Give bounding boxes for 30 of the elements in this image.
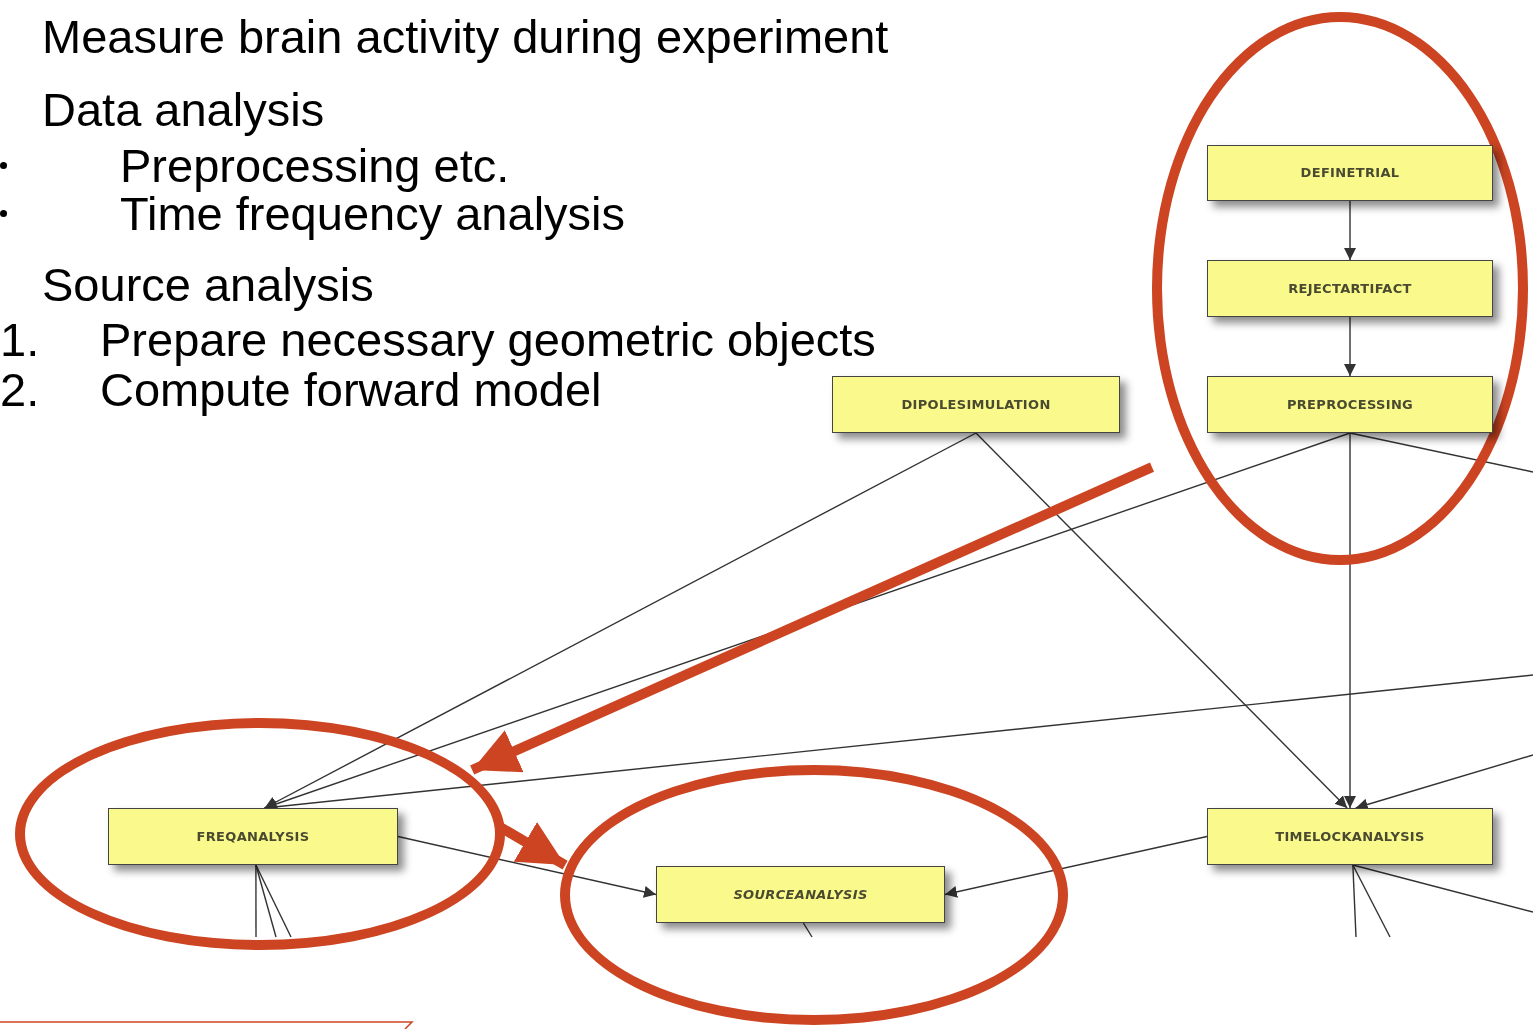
slide-text: Measure brain activity during experiment xyxy=(42,9,889,65)
arrow xyxy=(263,432,1351,810)
process-box: DEFINETRIAL xyxy=(1207,145,1493,201)
slide-text: Data analysis xyxy=(42,82,325,138)
slide-text: Prepare necessary geometric objects xyxy=(100,312,876,368)
connector-line xyxy=(802,922,813,938)
arrow xyxy=(263,432,977,809)
connector-line xyxy=(1352,864,1357,938)
process-box: FREQANALYSIS xyxy=(108,808,398,865)
connector-line xyxy=(255,864,292,938)
arrow xyxy=(397,835,657,898)
arrow xyxy=(1344,432,1356,809)
arrow xyxy=(975,432,1348,809)
connector-line xyxy=(1352,864,1391,938)
process-box: TIMELOCKANALYSIS xyxy=(1207,808,1493,865)
highlight-ellipse xyxy=(1152,12,1528,565)
highlight-ellipse xyxy=(560,765,1068,1025)
highlight-arrow xyxy=(470,462,1155,775)
highlight-ellipse xyxy=(15,718,505,950)
process-box: DIPOLESIMULATION xyxy=(832,376,1120,433)
connector-line xyxy=(1352,864,1533,913)
process-box: REJECTARTIFACT xyxy=(1207,260,1493,317)
arrow xyxy=(1344,200,1356,261)
connector-line xyxy=(255,864,257,938)
process-box: SOURCEANALYSIS xyxy=(656,866,945,923)
process-box: PREPROCESSING xyxy=(1207,376,1493,433)
arrow xyxy=(944,835,1208,898)
connector-line xyxy=(1349,432,1533,473)
slide-text: Source analysis xyxy=(42,257,374,313)
arrow xyxy=(1344,316,1356,377)
